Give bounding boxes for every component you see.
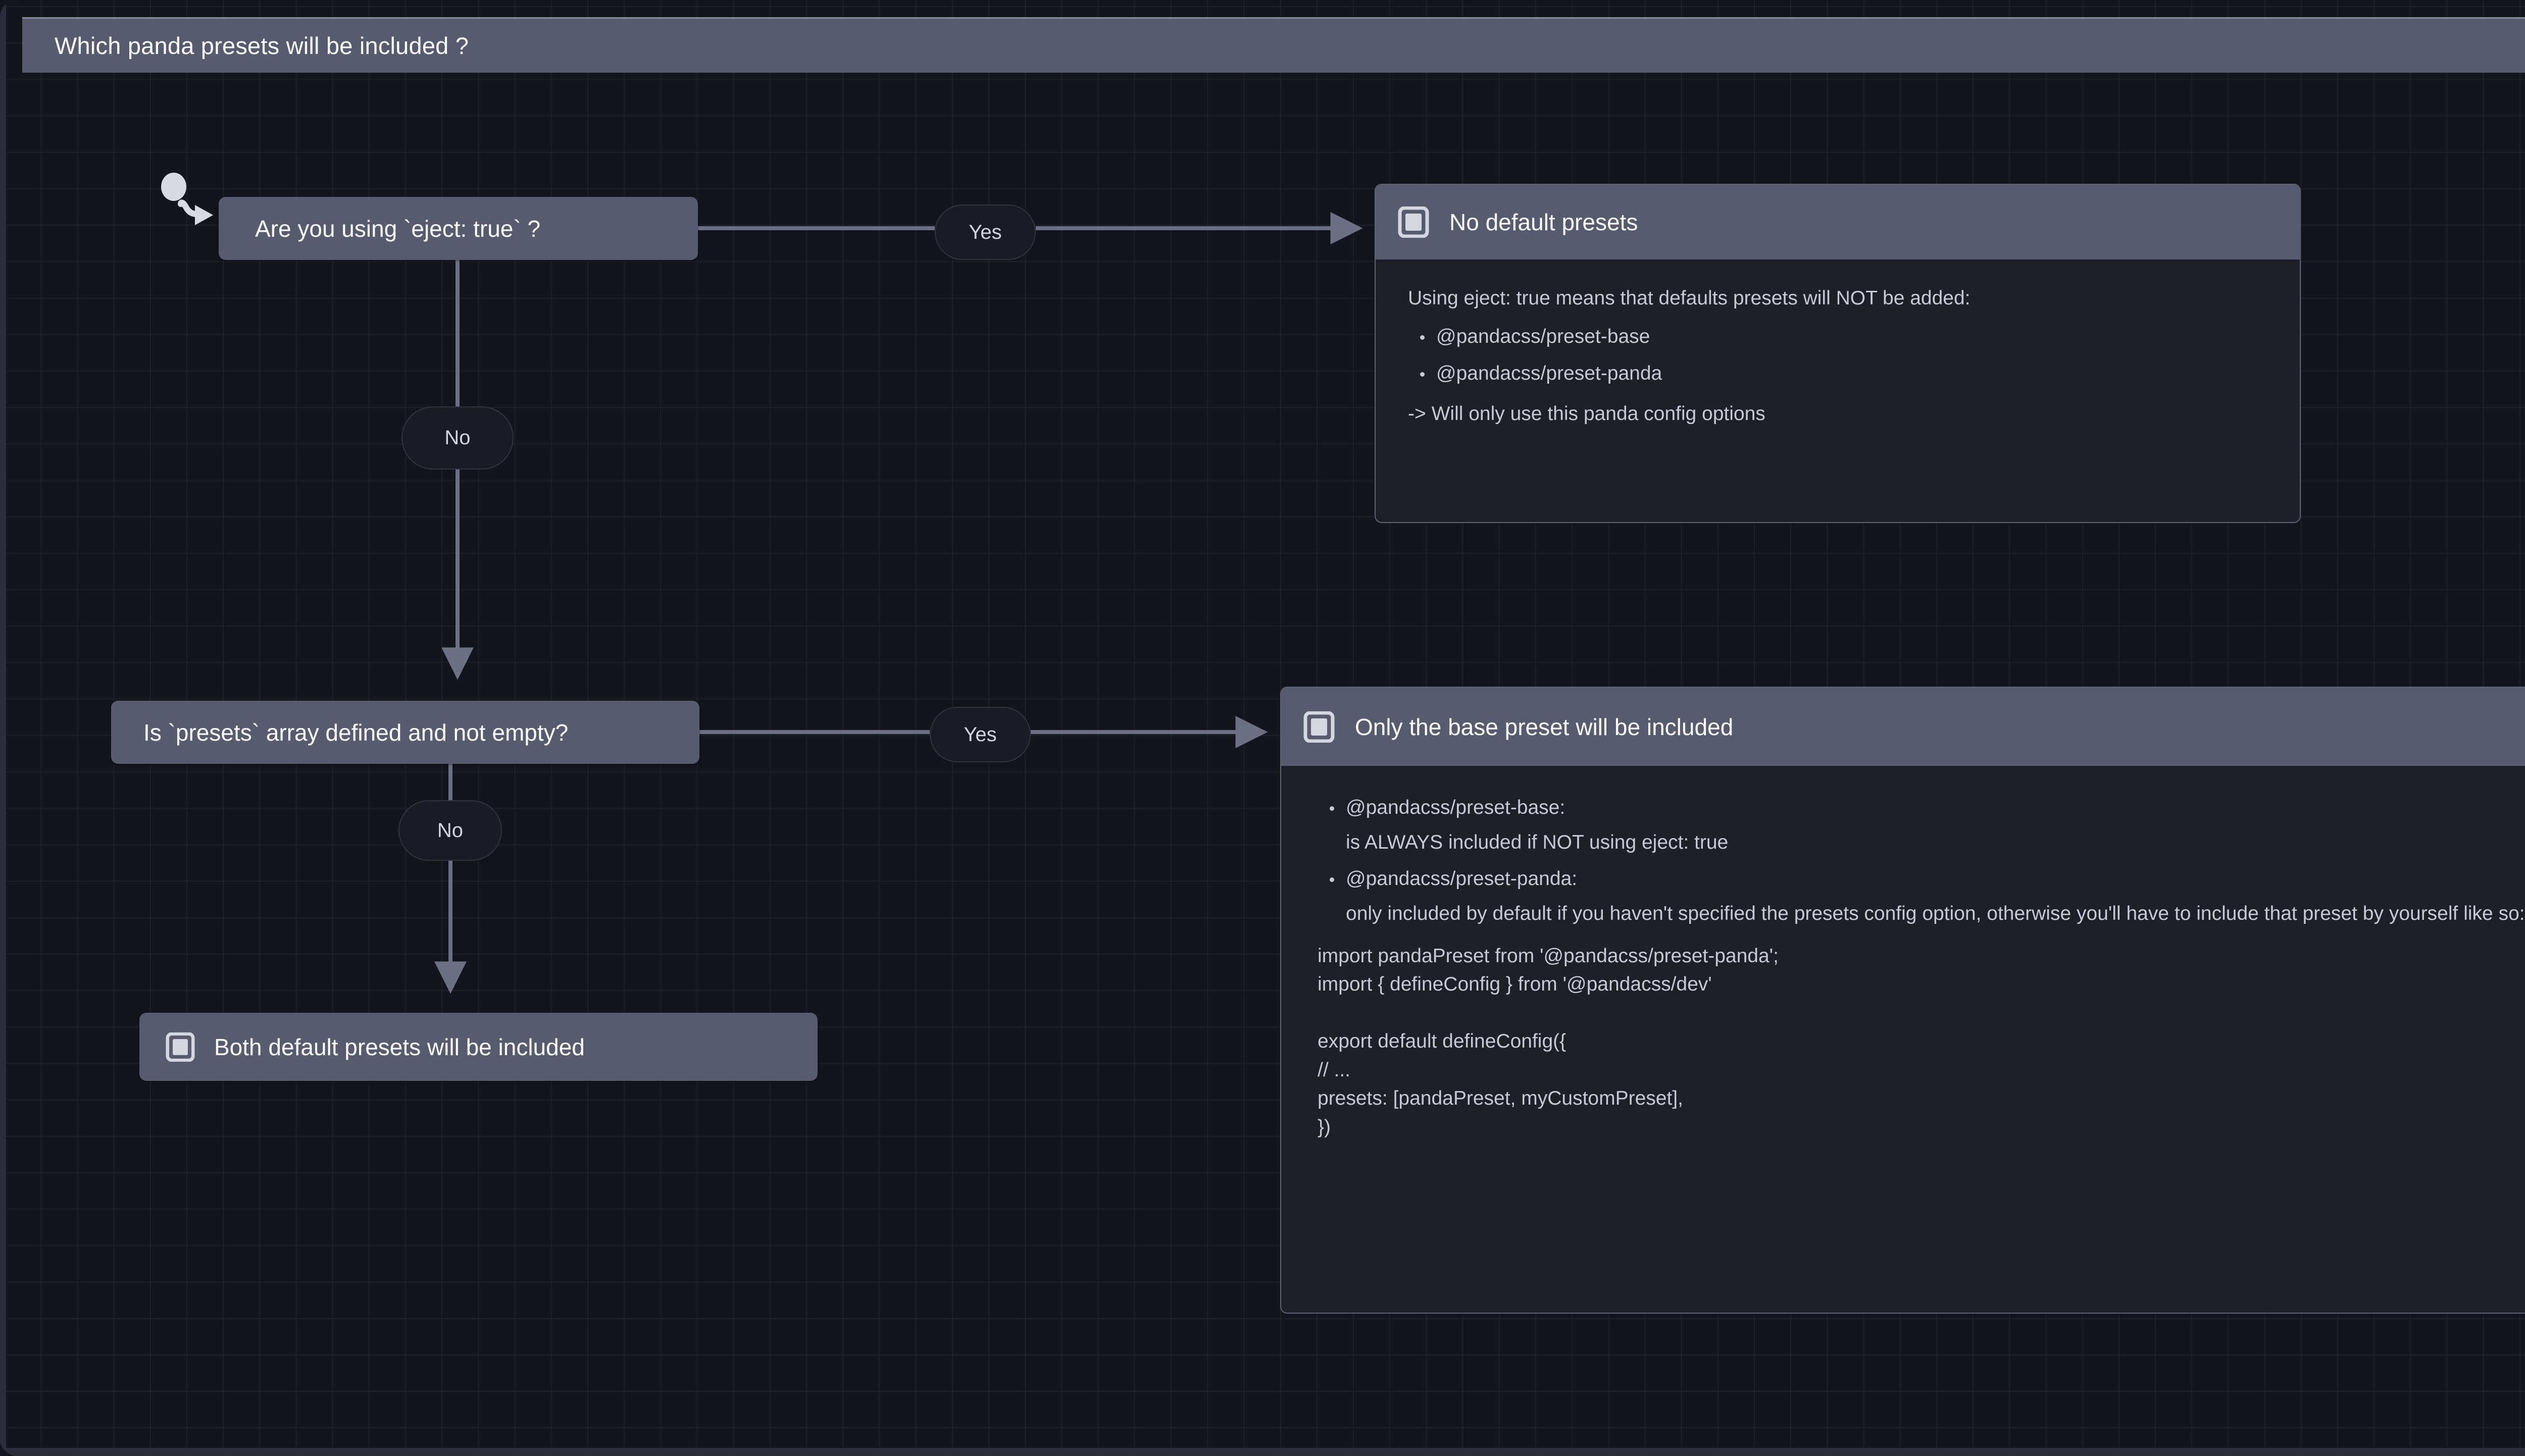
page-title-banner: Which panda presets will be included ? <box>22 17 2525 73</box>
callout-bullet-list: @pandacss/preset-base @pandacss/preset-p… <box>1408 324 2267 386</box>
edge-label-no-eject[interactable]: No <box>401 406 514 470</box>
edge-label-yes-presets[interactable]: Yes <box>930 707 1031 762</box>
note-square-icon <box>1303 711 1335 743</box>
decision-node-presets[interactable]: Is `presets` array defined and not empty… <box>111 701 699 764</box>
flow-canvas[interactable]: Are you using `eject: true` ? Is `preset… <box>6 0 2525 1448</box>
list-item-head: @pandacss/preset-panda: <box>1346 868 1578 890</box>
callout-title: Only the base preset will be included <box>1355 713 1734 740</box>
node-label: Both default presets will be included <box>214 1033 585 1060</box>
list-item: @pandacss/preset-panda <box>1408 361 2267 387</box>
note-square-icon <box>1398 206 1429 238</box>
result-node-both-presets[interactable]: Both default presets will be included <box>139 1013 818 1081</box>
callout-outro: -> Will only use this panda config optio… <box>1408 403 1765 425</box>
callout-body: @pandacss/preset-base: is ALWAYS include… <box>1281 766 2525 1162</box>
callout-bullet-list: @pandacss/preset-base: is ALWAYS include… <box>1318 795 2525 927</box>
edge-label-yes-eject[interactable]: Yes <box>935 204 1036 260</box>
node-label: Is `presets` array defined and not empty… <box>143 719 569 746</box>
callout-no-default-presets[interactable]: No default presets Using eject: true mea… <box>1375 184 2301 523</box>
callout-header: No default presets <box>1376 185 2300 259</box>
code-block: import pandaPreset from '@pandacss/prese… <box>1318 945 1779 1138</box>
callout-intro: Using eject: true means that defaults pr… <box>1408 287 1971 309</box>
node-label: Are you using `eject: true` ? <box>255 215 541 242</box>
edge-label-text: No <box>444 427 471 449</box>
edge-label-text: No <box>437 819 464 842</box>
list-item: @pandacss/preset-base: is ALWAYS include… <box>1318 795 2525 855</box>
list-item: @pandacss/preset-base <box>1408 324 2267 350</box>
note-square-icon <box>166 1032 195 1062</box>
decision-node-eject[interactable]: Are you using `eject: true` ? <box>219 197 698 260</box>
page-title: Which panda presets will be included ? <box>55 32 469 59</box>
edge-label-text: Yes <box>969 221 1002 243</box>
start-arrow-icon <box>161 173 213 225</box>
edge-layer <box>434 212 1363 994</box>
callout-header: Only the base preset will be included <box>1281 688 2525 766</box>
edge-label-text: Yes <box>964 723 997 746</box>
callout-title: No default presets <box>1449 209 1638 235</box>
callout-base-preset-only[interactable]: Only the base preset will be included @p… <box>1280 687 2525 1314</box>
list-item-body: is ALWAYS included if NOT using eject: t… <box>1346 831 1729 853</box>
edge-label-no-presets[interactable]: No <box>398 800 502 861</box>
list-item-body: only included by default if you haven't … <box>1346 903 2525 925</box>
list-item-head: @pandacss/preset-base: <box>1346 797 1566 818</box>
list-item: @pandacss/preset-panda: only included by… <box>1318 866 2525 926</box>
callout-body: Using eject: true means that defaults pr… <box>1376 259 2300 464</box>
